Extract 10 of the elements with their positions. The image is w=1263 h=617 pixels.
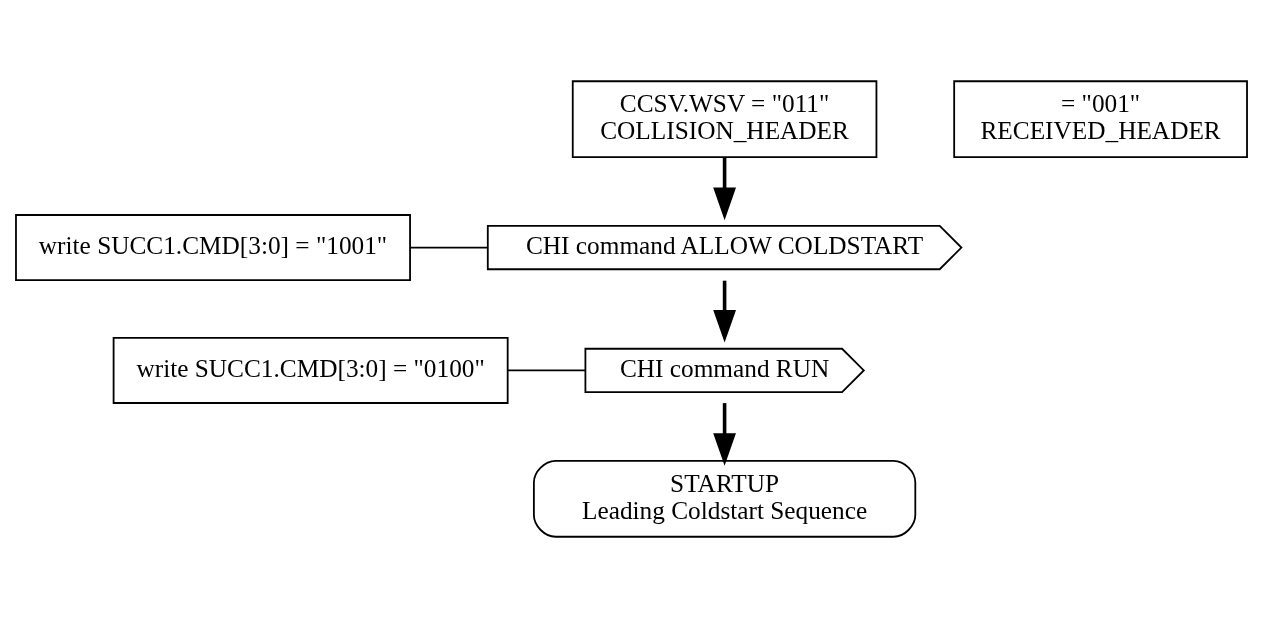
node-box: write SUCC1.CMD[3:0] = "0100": [112, 336, 509, 404]
node-box: STARTUP Leading Coldstart Sequence: [532, 459, 917, 538]
node-box: = "001" RECEIVED_HEADER: [953, 79, 1248, 158]
connector: [507, 369, 586, 371]
connector: [409, 246, 489, 248]
node-box: CCSV.WSV = "011" COLLISION_HEADER: [571, 79, 878, 158]
arrow: [713, 402, 736, 466]
node-box: write SUCC1.CMD[3:0] = "1001": [15, 213, 411, 281]
arrow: [713, 280, 736, 343]
arrow: [713, 157, 736, 220]
